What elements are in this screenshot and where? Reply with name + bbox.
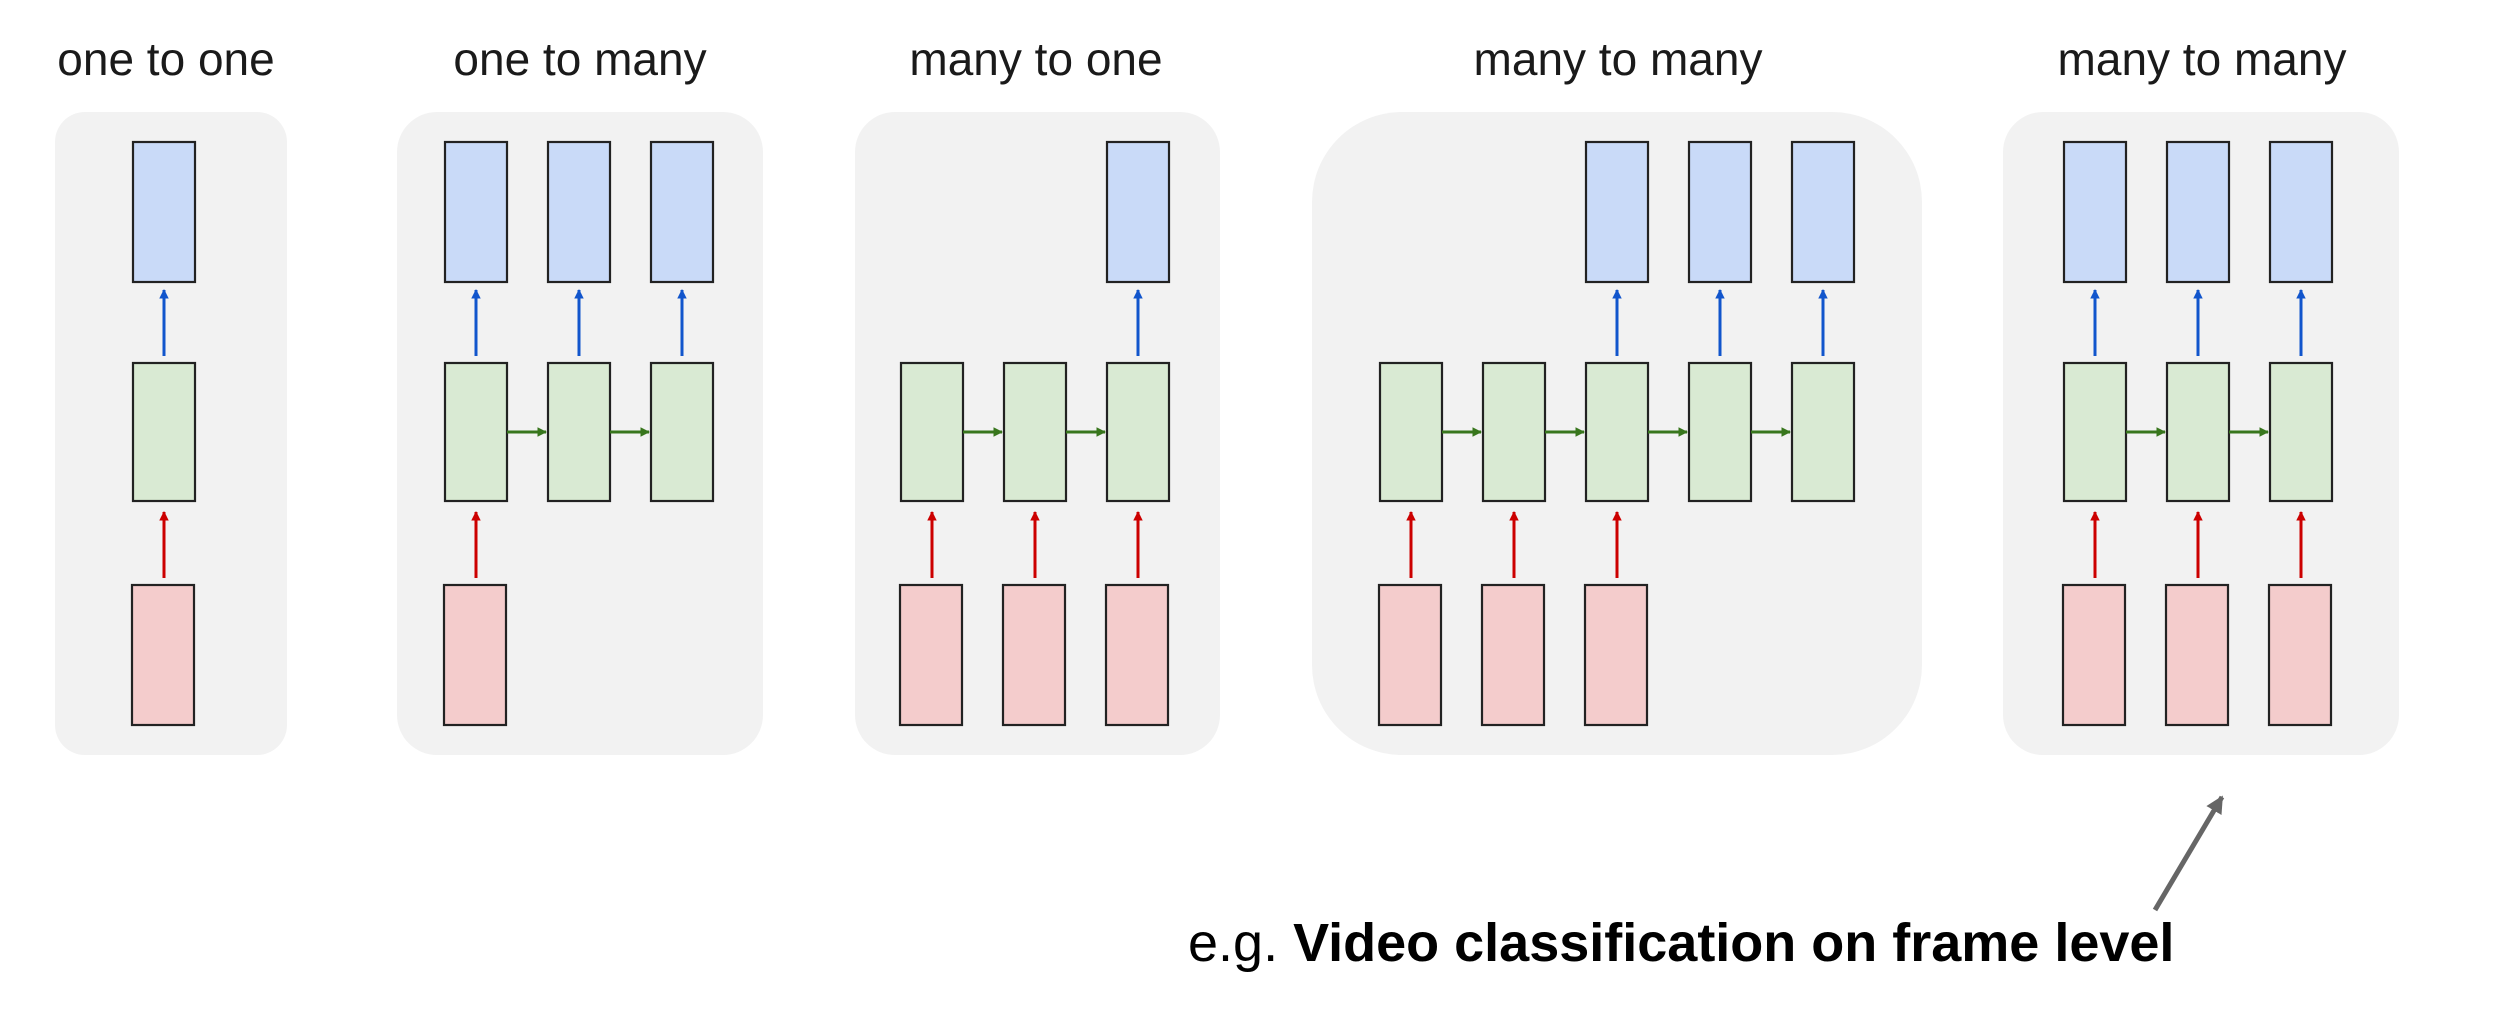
hidden-state-box [1687,361,1753,503]
panel-title-many-to-one: many to one [909,33,1162,85]
caption-prefix: e.g. [1188,913,1294,973]
output-box [1105,140,1171,284]
input-box [2267,583,2333,727]
output-box [1584,140,1650,284]
output-box [1790,140,1856,284]
hidden-state-box [131,361,197,503]
output-box [546,140,612,284]
pointer-arrow [2152,795,2225,912]
output-box [2165,140,2231,284]
panel-title-many-to-many-delayed: many to many [1474,33,1763,85]
hidden-state-box [899,361,965,503]
output-box [131,140,197,284]
panel-title-one-to-one: one to one [57,33,274,85]
hidden-state-box [1584,361,1650,503]
input-box [1001,583,1067,727]
input-box [442,583,508,727]
panel-title-one-to-many: one to many [453,33,706,85]
input-box [2164,583,2230,727]
hidden-state-box [443,361,509,503]
hidden-state-box [1378,361,1444,503]
hidden-state-box [2062,361,2128,503]
input-box [2061,583,2127,727]
hidden-state-box [1790,361,1856,503]
input-box [130,583,196,727]
hidden-state-box [2165,361,2231,503]
output-box [2062,140,2128,284]
hidden-state-box [649,361,715,503]
hidden-state-box [1002,361,1068,503]
hidden-state-box [546,361,612,503]
hidden-state-box [2268,361,2334,503]
hidden-state-box [1481,361,1547,503]
input-box [1104,583,1170,727]
input-box [898,583,964,727]
input-box [1377,583,1443,727]
output-box [1687,140,1753,284]
input-box [1583,583,1649,727]
output-box [649,140,715,284]
output-box [2268,140,2334,284]
caption-text: Video classification on frame level [1293,913,2175,973]
panel-title-many-to-many-synced: many to many [2058,33,2347,85]
caption: e.g. Video classification on frame level [1188,912,2174,974]
hidden-state-box [1105,361,1171,503]
output-box [443,140,509,284]
input-box [1480,583,1546,727]
